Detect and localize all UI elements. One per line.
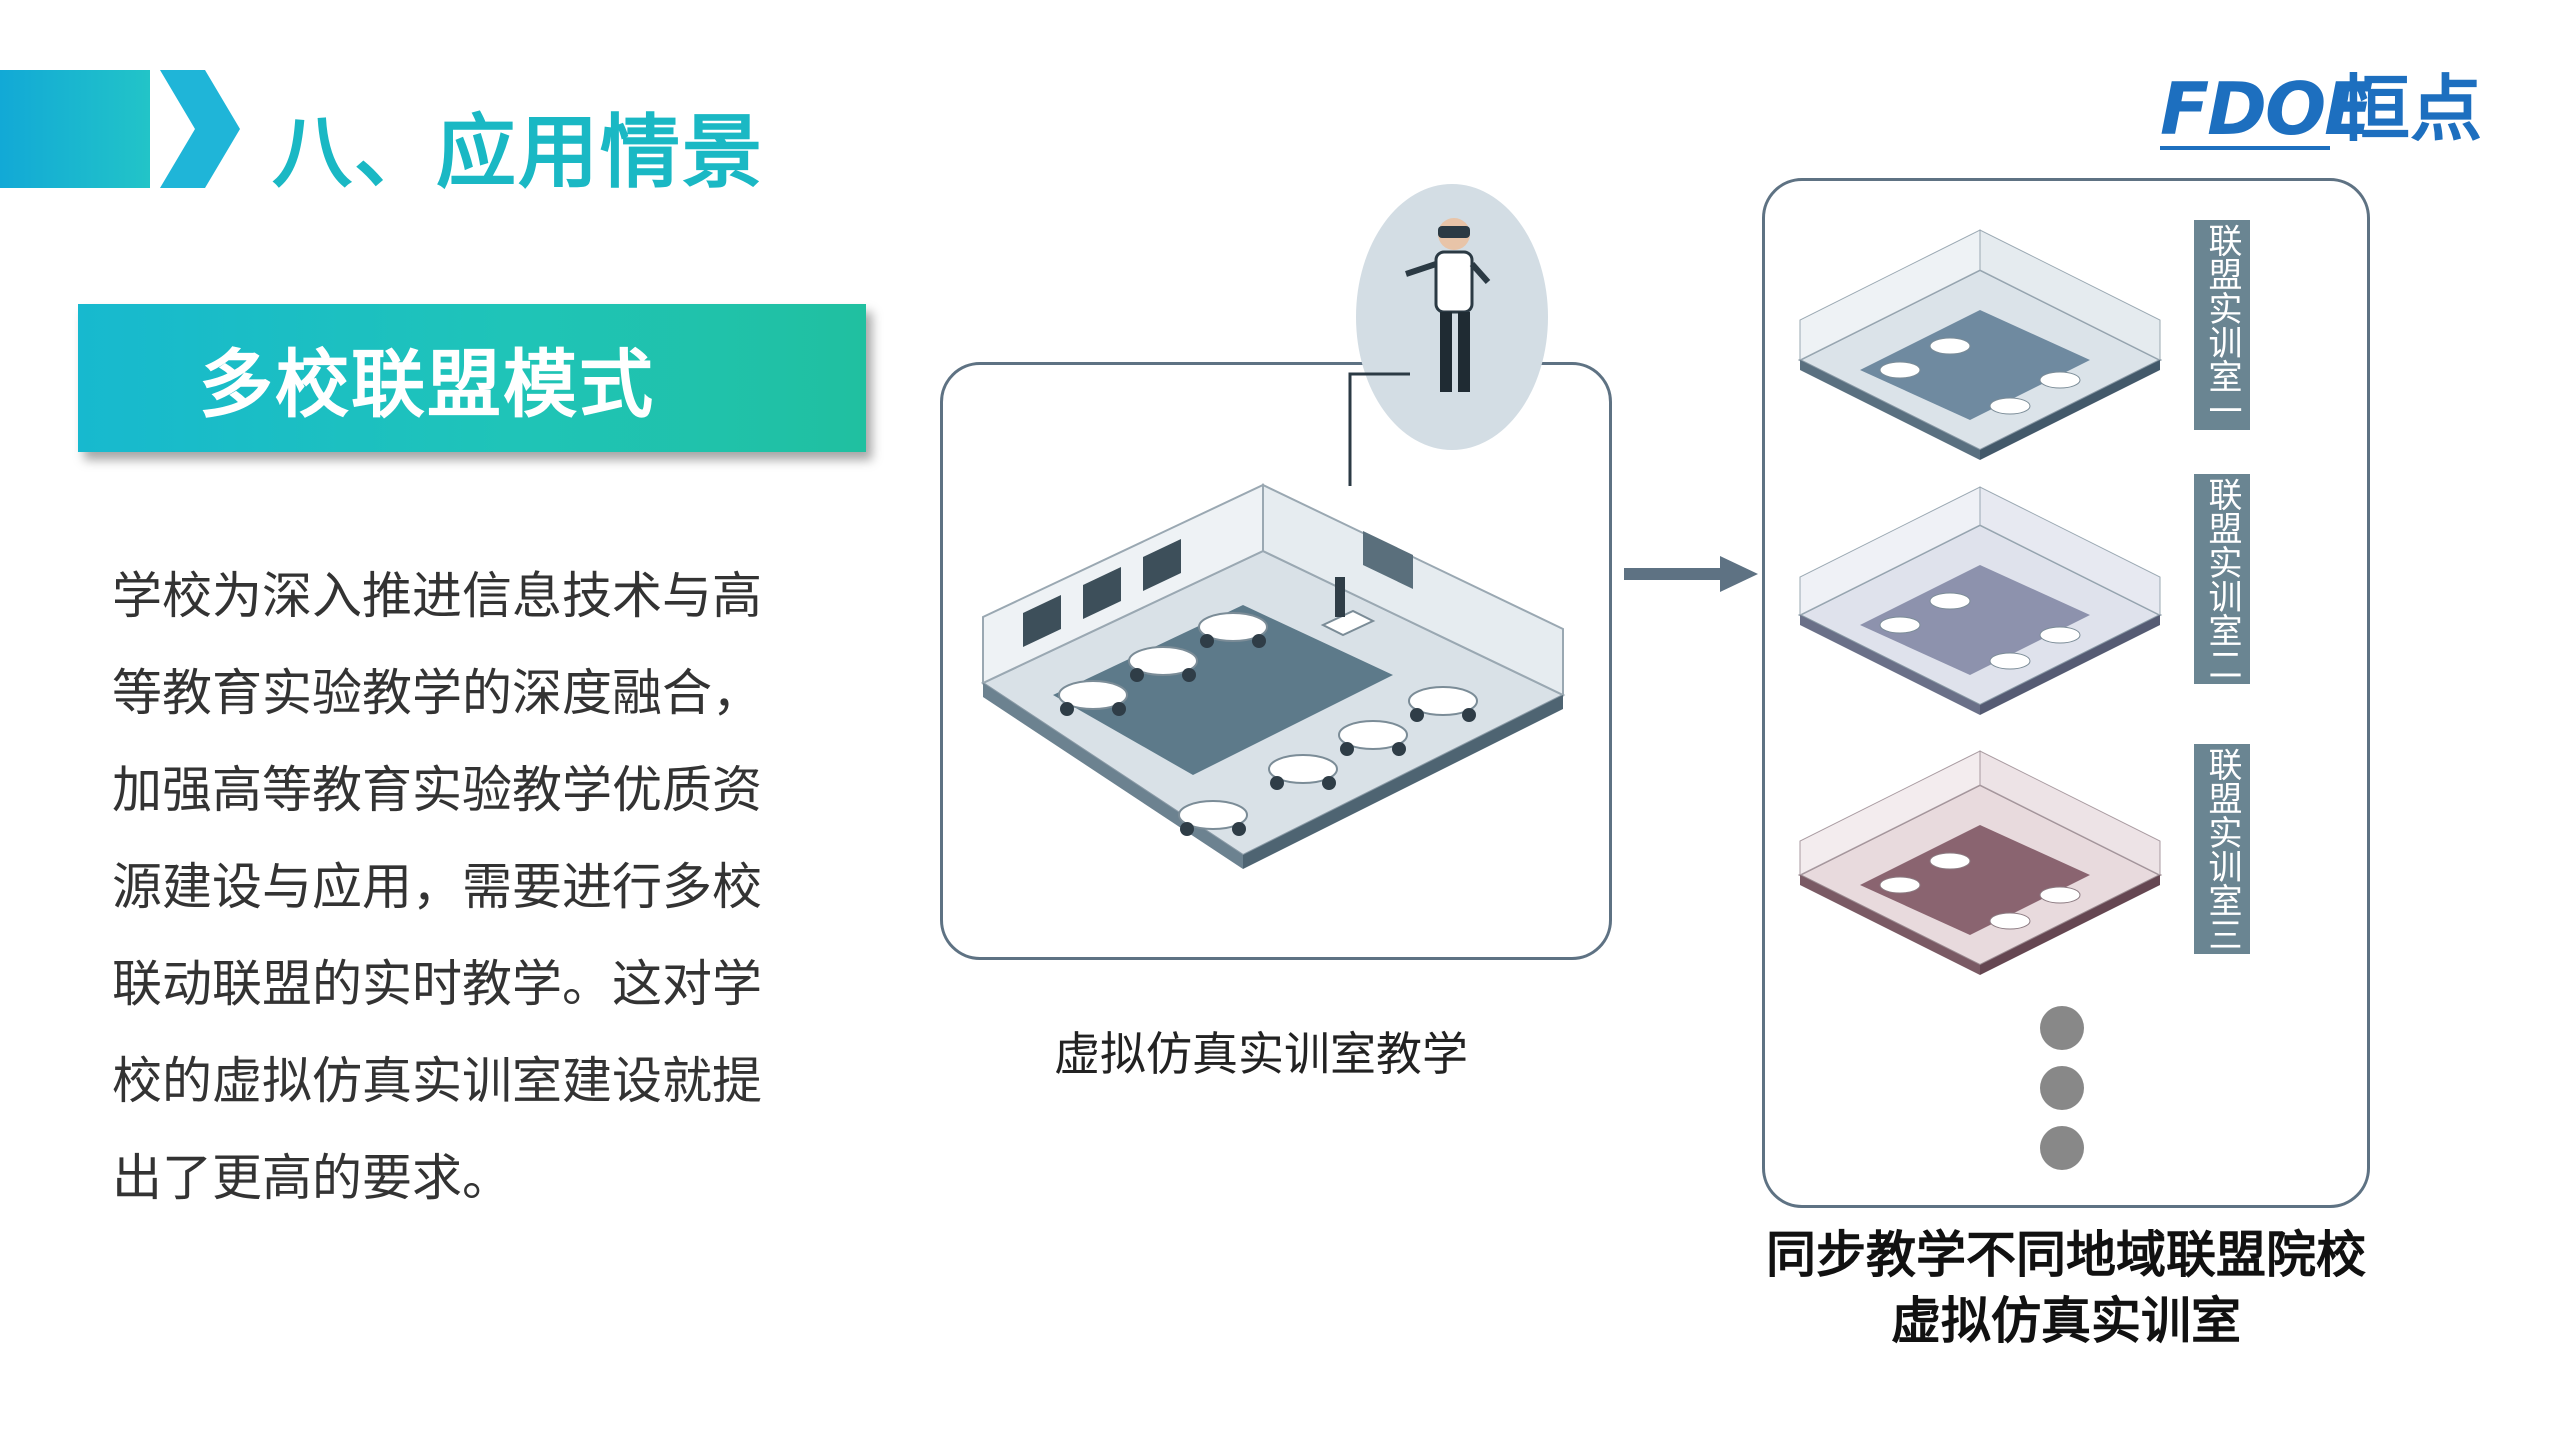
description-line: 加强高等教育实验教学优质资	[112, 761, 762, 819]
mode-banner-label: 多校联盟模式	[199, 341, 655, 428]
right-caption-line-1: 同步教学不同地域联盟院校	[1766, 1226, 2366, 1284]
more-dot	[2040, 1126, 2084, 1170]
more-dot	[2040, 1066, 2084, 1110]
alliance-room-3-illustration	[1797, 750, 2163, 975]
arrow-right-icon	[1624, 556, 1758, 592]
classroom-illustration	[980, 483, 1566, 869]
description-line: 校的虚拟仿真实训室建设就提	[112, 1052, 762, 1110]
right-caption-line-2: 虚拟仿真实训室	[1891, 1292, 2241, 1350]
more-dot	[2040, 1006, 2084, 1050]
connector-line	[1348, 372, 1410, 486]
logo-underline	[2160, 146, 2330, 150]
room-tag-3: 联盟实训室三	[2194, 744, 2250, 954]
room-tag-1: 联盟实训室一	[2194, 220, 2250, 430]
left-caption: 虚拟仿真实训室教学	[1054, 1027, 1468, 1081]
description-line: 学校为深入推进信息技术与高	[112, 567, 762, 625]
mode-banner: 多校联盟模式	[78, 304, 866, 452]
header-chevron-decoration	[0, 70, 240, 188]
description-line: 联动联盟的实时教学。这对学	[112, 955, 762, 1013]
logo-latin-text: FDOE	[2160, 67, 2373, 151]
description-paragraph: 学校为深入推进信息技术与高 等教育实验教学的深度融合， 加强高等教育实验教学优质…	[112, 548, 832, 1227]
description-line: 出了更高的要求。	[112, 1149, 512, 1207]
section-title: 八、应用情景	[272, 106, 764, 199]
main-classroom-panel	[940, 362, 1612, 960]
logo-chinese-text: 恒点	[2338, 67, 2483, 151]
alliance-room-1-illustration	[1797, 229, 2163, 460]
vr-teacher-illustration	[1356, 184, 1548, 450]
right-caption: 同步教学不同地域联盟院校 虚拟仿真实训室	[1706, 1222, 2426, 1354]
brand-logo: FDOE 恒点	[2160, 68, 2500, 150]
description-line: 等教育实验教学的深度融合，	[112, 664, 762, 722]
room-tag-2: 联盟实训室二	[2194, 474, 2250, 684]
description-line: 源建设与应用，需要进行多校	[112, 858, 762, 916]
alliance-room-2-illustration	[1797, 486, 2163, 715]
